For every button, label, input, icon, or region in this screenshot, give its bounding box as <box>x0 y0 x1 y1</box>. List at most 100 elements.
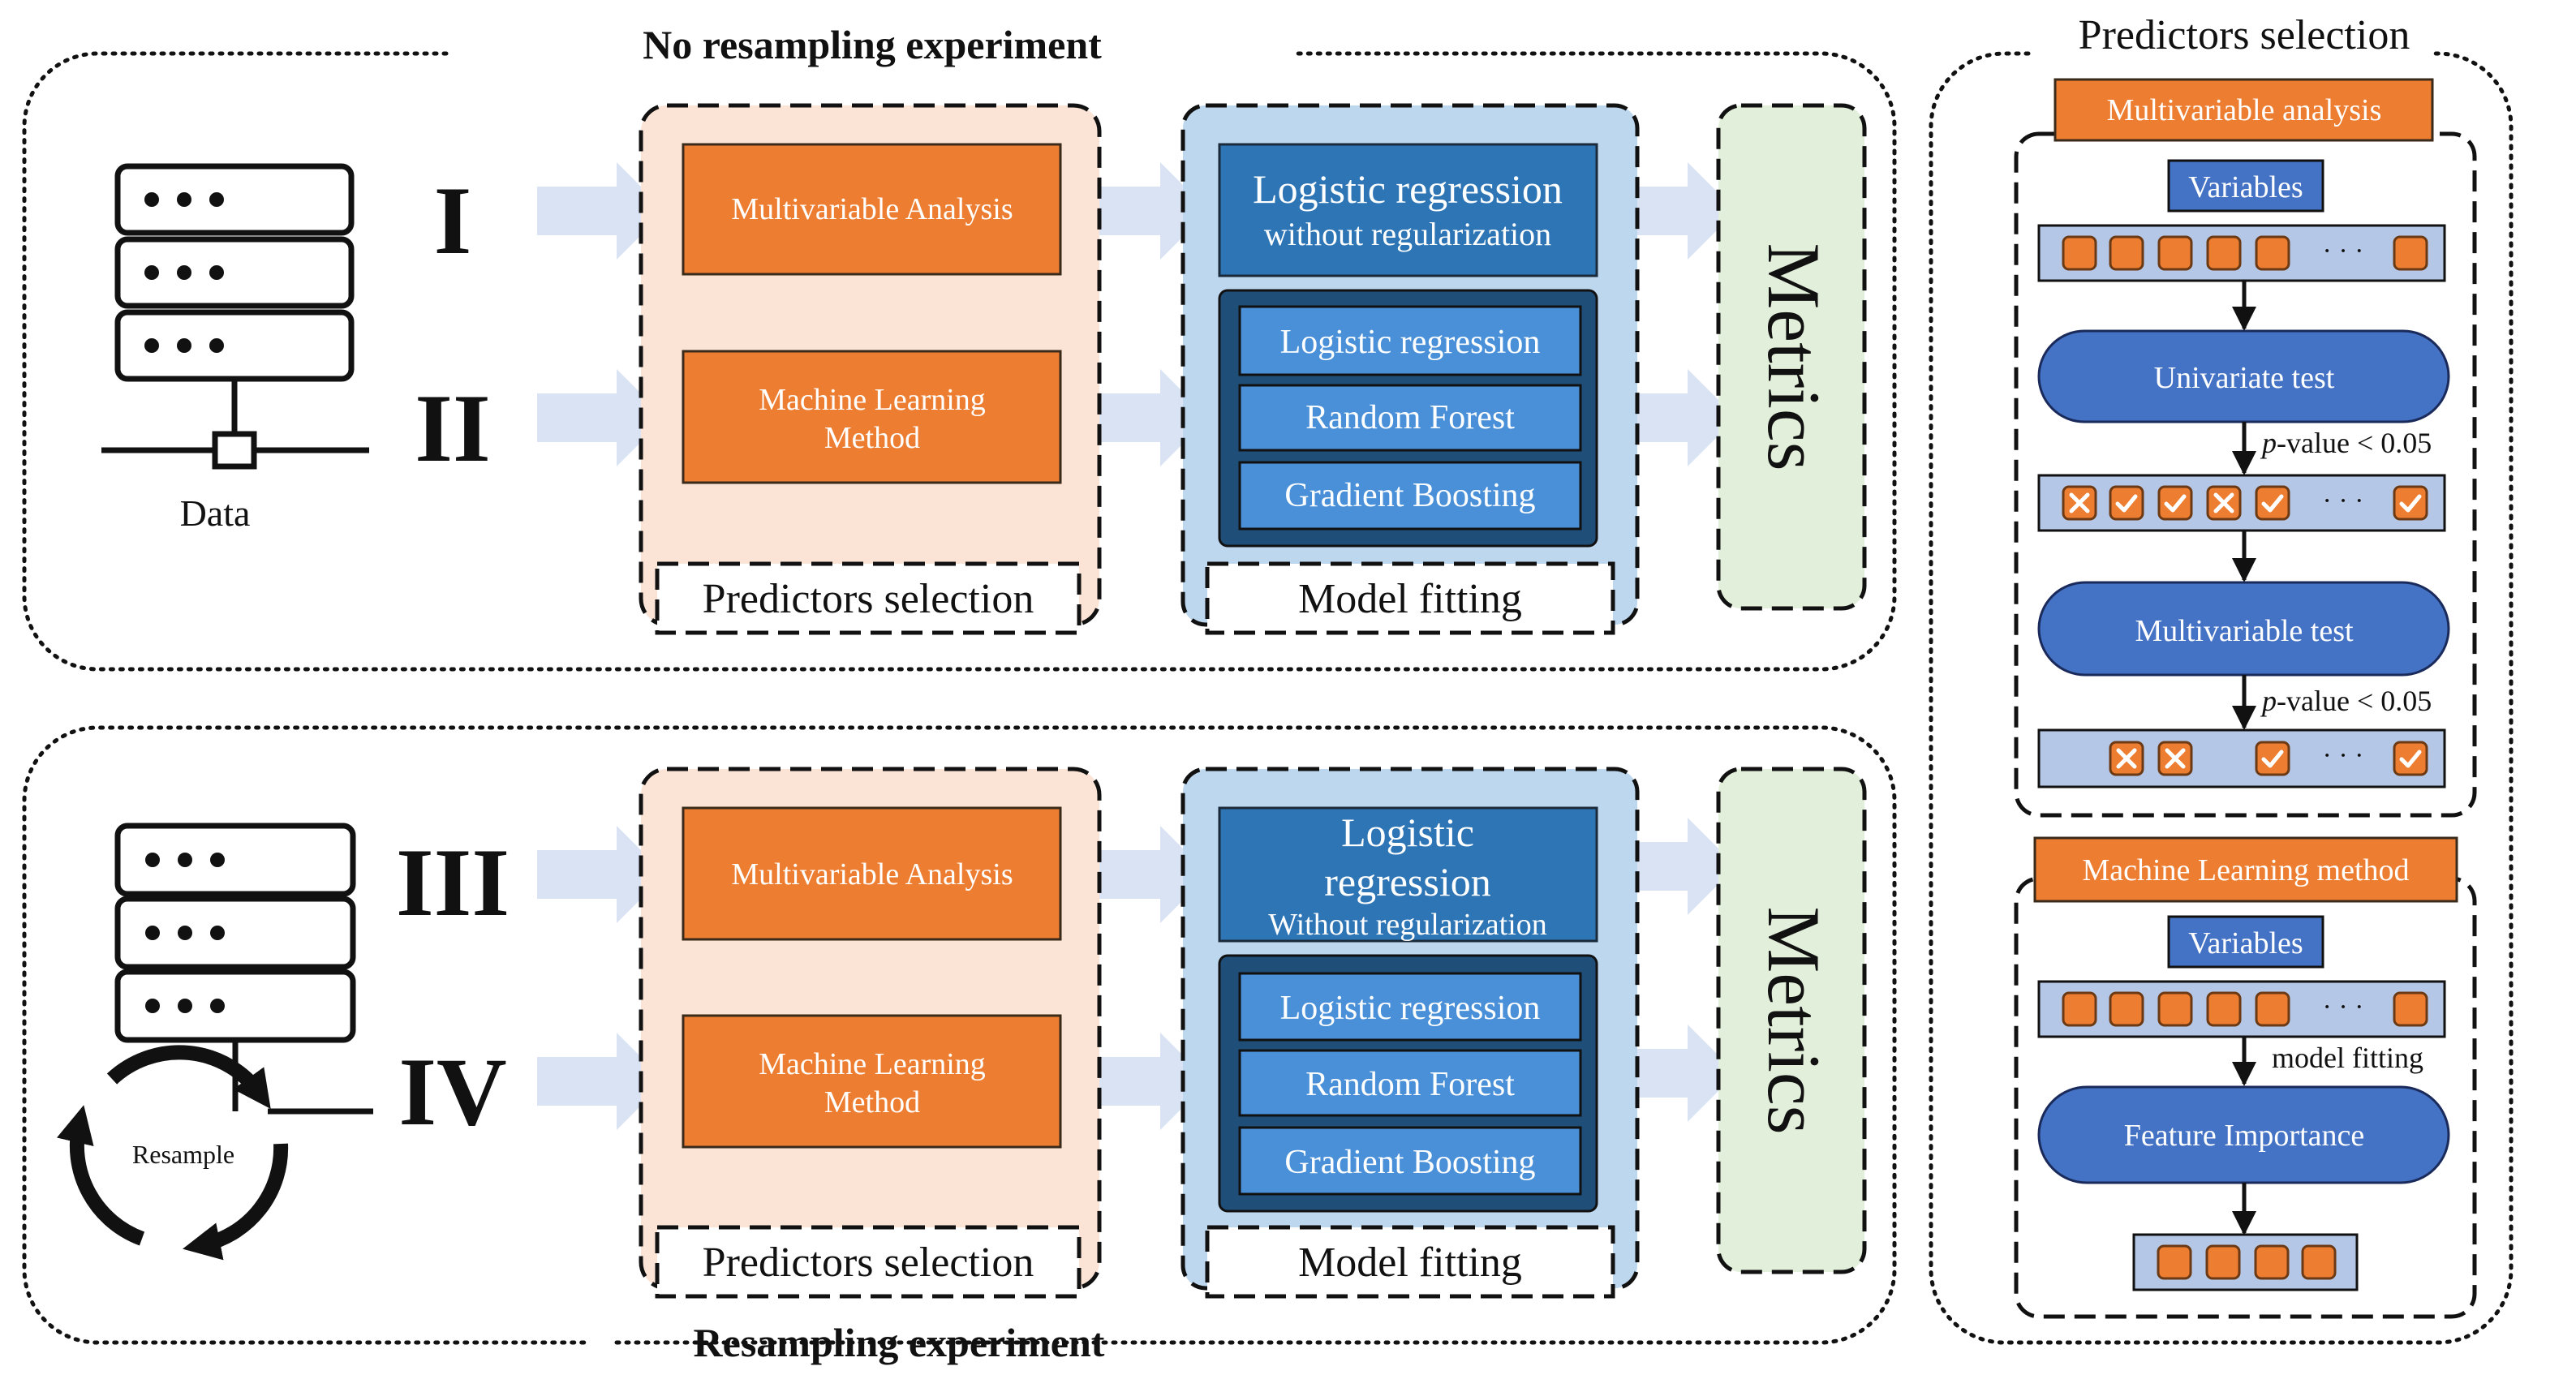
strip-3-ellipsis: · · · <box>2323 741 2364 771</box>
top-model-tag <box>1205 561 1615 635</box>
top-lr-box <box>1218 143 1598 277</box>
top-dotted-frame <box>22 51 1897 672</box>
bottom-mf-item-3: Gradient Boosting <box>1284 1144 1535 1181</box>
bottom-mf-item-2: Random Forest <box>1305 1066 1515 1103</box>
strip-4-ellipsis: · · · <box>2323 992 2364 1022</box>
pvalue-label-1: p-value < 0.05 <box>2260 427 2432 459</box>
predictors-selection-panel: Predictors selection Multivariable analy… <box>1929 12 2514 1345</box>
bottom-ml-method-line1: Machine Learning <box>759 1047 986 1081</box>
bottom-predictors-tag <box>655 1225 1082 1299</box>
selected-variable <box>2109 485 2144 521</box>
check-icon <box>2399 750 2422 768</box>
top-predictors-label: Predictors selection <box>703 576 1034 622</box>
bottom-model-label: Model fitting <box>1298 1239 1522 1286</box>
bottom-ml-method-box <box>682 1014 1062 1149</box>
univariate-test-label: Univariate test <box>2154 361 2335 395</box>
variables-strip-3 <box>2037 728 2446 788</box>
variables-strip-4 <box>2037 980 2446 1038</box>
bottom-flow-arrows <box>537 818 1736 1130</box>
top-lr-title: Logistic regression <box>1253 166 1563 212</box>
bottom-lr-box <box>1218 806 1598 943</box>
model-fitting-label: model fitting <box>2272 1042 2423 1074</box>
multivariable-header-box <box>2053 78 2434 142</box>
ml-header: Machine Learning method <box>2082 853 2409 887</box>
cross-icon <box>2213 492 2234 513</box>
right-dotted-frame <box>1929 51 2514 1345</box>
pvalue-2-rest: -value < 0.05 <box>2277 685 2432 717</box>
resample-cycle-icon <box>56 1045 289 1261</box>
bottom-metrics-box <box>1716 767 1867 1274</box>
check-icon <box>2164 494 2187 513</box>
check-icon <box>2399 494 2422 513</box>
bottom-lr-title-line1: Logistic <box>1341 810 1474 855</box>
bottom-model-tag <box>1205 1225 1615 1299</box>
pvalue-2-p: p <box>2260 685 2277 717</box>
check-icon <box>2261 750 2284 768</box>
selected-variable <box>2393 485 2428 521</box>
top-lr-sub: without regularization <box>1264 216 1551 252</box>
resample-database-icon <box>114 823 373 1115</box>
top-metrics-label: Metrics <box>1752 243 1835 470</box>
experiment-ii-label: II <box>415 374 490 482</box>
bottom-mf-item-1: Logistic regression <box>1280 990 1541 1027</box>
bottom-ml-method-line2: Method <box>824 1085 920 1119</box>
top-ml-method-line2: Method <box>824 421 920 455</box>
top-flow-arrows <box>537 162 1736 466</box>
multivariable-header: Multivariable analysis <box>2107 93 2382 127</box>
strip-2-ellipsis: · · · <box>2323 486 2364 516</box>
ml-header-box <box>2033 836 2458 903</box>
cross-icon <box>2116 748 2137 769</box>
multi-variables-label: Variables <box>2188 170 2303 204</box>
top-mf-item-1: Logistic regression <box>1280 324 1541 361</box>
variables-strip-2 <box>2037 474 2446 532</box>
no-resampling-section: No resampling experiment Data I II <box>22 22 1897 672</box>
selected-variable <box>2157 485 2193 521</box>
top-mf-item-2-box <box>1238 384 1582 452</box>
experiment-iii-label: III <box>396 828 510 936</box>
bottom-metrics-label: Metrics <box>1752 906 1835 1134</box>
top-section-title: No resampling experiment <box>643 22 1102 67</box>
selected-variable <box>2255 485 2290 521</box>
top-mf-item-3: Gradient Boosting <box>1284 477 1535 514</box>
variables-strip-1 <box>2037 224 2446 282</box>
experiment-i-label: I <box>434 166 472 274</box>
pvalue-label-2: p-value < 0.05 <box>2260 685 2432 717</box>
bottom-mf-item-1-box <box>1238 972 1582 1042</box>
pvalue-1-rest: -value < 0.05 <box>2277 427 2432 459</box>
bottom-lr-title-line2: regression <box>1324 859 1491 904</box>
bottom-dotted-frame <box>22 725 1897 1345</box>
resample-label: Resample <box>132 1140 234 1169</box>
resampling-section: Resampling experiment Resample III IV <box>22 725 1897 1365</box>
bottom-mf-item-3-box <box>1238 1126 1582 1196</box>
bottom-mf-item-2-box <box>1238 1049 1582 1117</box>
bottom-predictors-label: Predictors selection <box>703 1239 1034 1286</box>
selected-features-squares <box>2157 1244 2337 1280</box>
bottom-multivariable-box <box>682 806 1062 941</box>
strip-1-ellipsis: · · · <box>2323 236 2364 266</box>
check-icon <box>2261 494 2284 513</box>
selected-variable <box>2255 741 2290 776</box>
ml-variables-label: Variables <box>2188 926 2303 960</box>
bottom-section-title: Resampling experiment <box>694 1320 1105 1365</box>
bottom-lr-sub: Without regularization <box>1268 908 1547 942</box>
top-ml-method-box <box>682 350 1062 484</box>
bottom-multivariable-label: Multivariable Analysis <box>731 857 1013 891</box>
data-label: Data <box>180 492 251 534</box>
variables-strip-2-marks <box>2062 485 2428 521</box>
top-predictors-tag <box>655 561 1082 635</box>
variables-strip-3-marks <box>2109 741 2428 776</box>
multivariable-test-label: Multivariable test <box>2135 614 2354 648</box>
check-icon <box>2115 494 2138 513</box>
top-mf-item-3-box <box>1238 461 1582 531</box>
cross-icon <box>2165 748 2186 769</box>
experiment-iv-label: IV <box>398 1038 506 1145</box>
top-multivariable-label: Multivariable Analysis <box>731 192 1013 226</box>
database-icon <box>101 163 369 470</box>
top-ml-method-line1: Machine Learning <box>759 383 986 417</box>
right-panel-title: Predictors selection <box>2079 12 2410 58</box>
feature-importance-label: Feature Importance <box>2124 1119 2364 1153</box>
top-mf-item-1-box <box>1238 305 1582 376</box>
top-model-label: Model fitting <box>1298 576 1522 622</box>
